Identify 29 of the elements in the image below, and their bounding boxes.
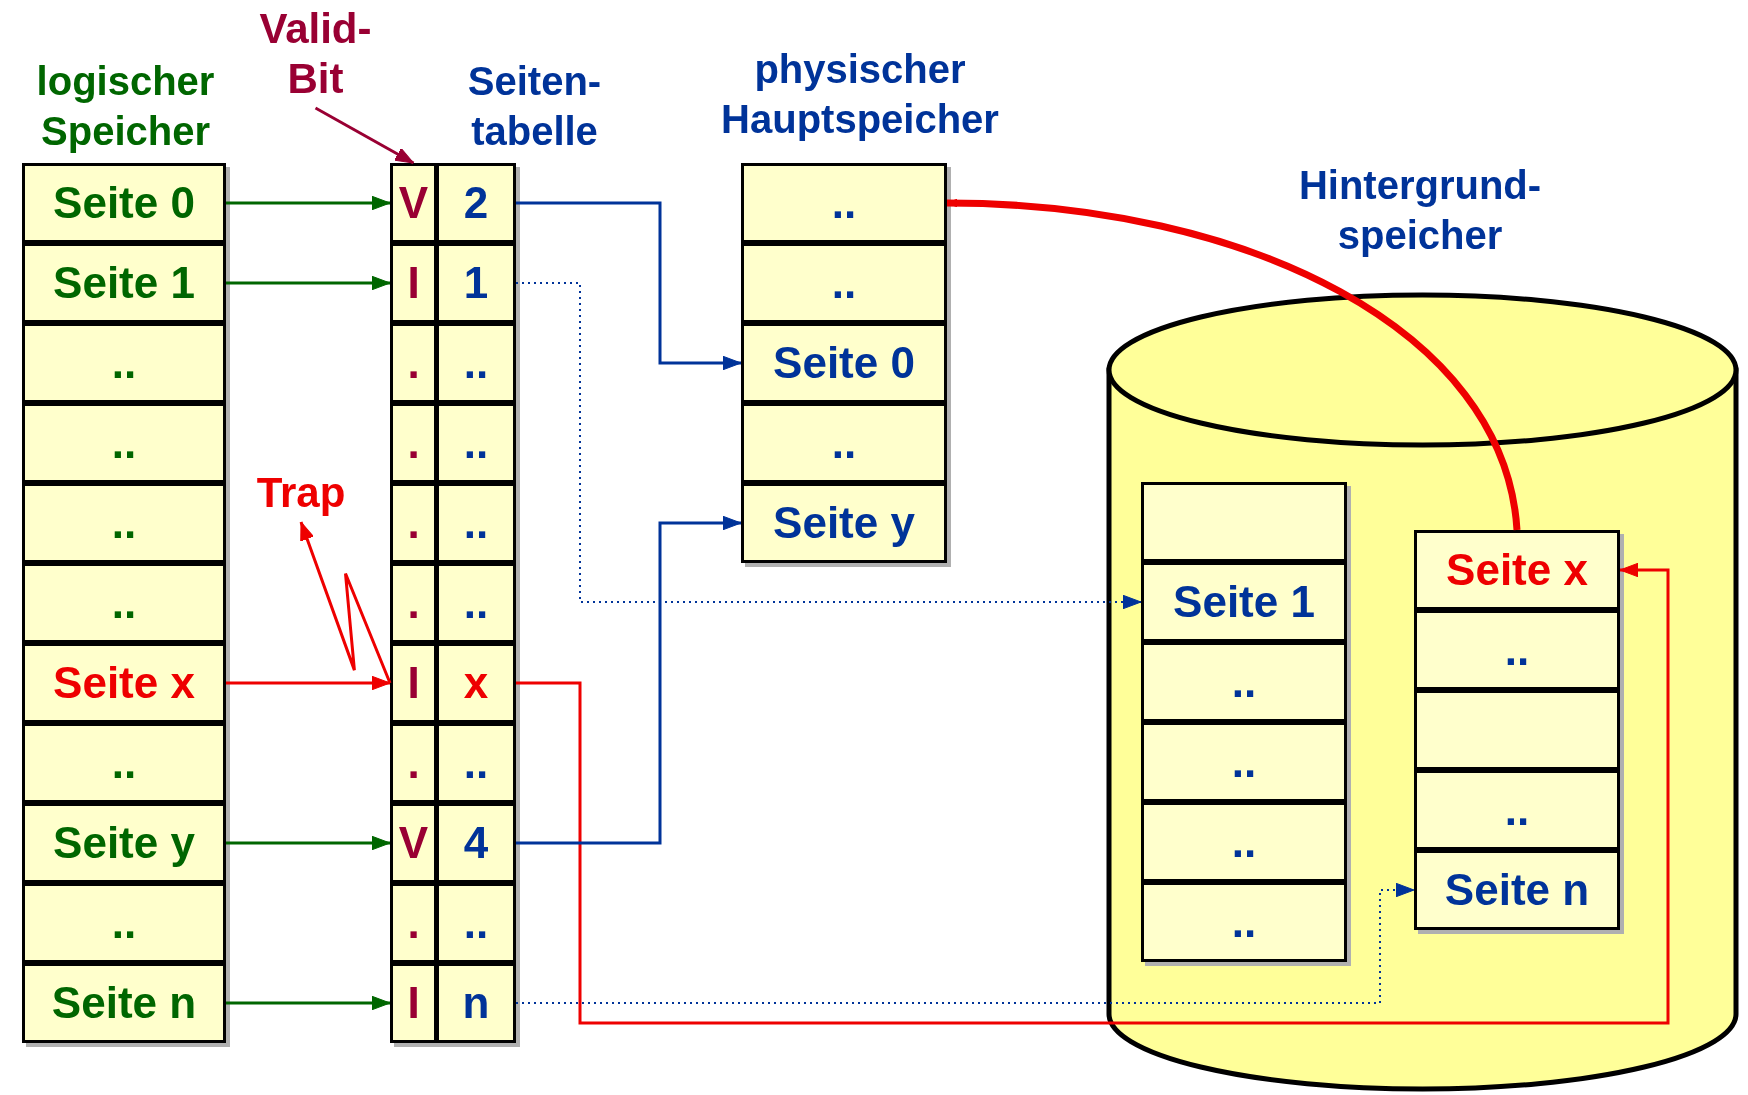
column-heading: Hintergrund- speicher: [1297, 162, 1543, 259]
arrow: [226, 995, 391, 1011]
column-heading: Seiten- tabelle: [466, 58, 603, 155]
valid-bit-cell: I: [390, 643, 437, 723]
valid-bit-cell: I: [390, 243, 437, 323]
arrow: [515, 882, 1415, 1004]
arrow: [516, 201, 742, 371]
arrow: [226, 275, 391, 291]
column-heading: logischer Speicher: [35, 58, 216, 155]
arrow: [226, 835, 391, 851]
column-heading: physischer Hauptspeicher: [720, 46, 1000, 143]
arrow: [516, 562, 1670, 1025]
arrow: [946, 198, 1521, 531]
valid-bit-cell: .: [390, 563, 437, 643]
arrow: [226, 675, 391, 691]
arrow: [314, 106, 415, 165]
valid-bit-cell: .: [390, 883, 437, 963]
arrow: [515, 282, 1142, 610]
arrow: [226, 195, 391, 211]
valid-bit-cell: V: [390, 803, 437, 883]
valid-bit-cell: V: [390, 163, 437, 243]
valid-bit-cell: .: [390, 723, 437, 803]
arrow: [516, 515, 742, 845]
trap-label: Trap: [236, 468, 366, 522]
valid-bit-cell: .: [390, 403, 437, 483]
valid-bit-cell: .: [390, 483, 437, 563]
valid-bit-cell: .: [390, 323, 437, 403]
column-label: Valid- Bit: [248, 4, 383, 108]
arrow: [299, 521, 392, 684]
